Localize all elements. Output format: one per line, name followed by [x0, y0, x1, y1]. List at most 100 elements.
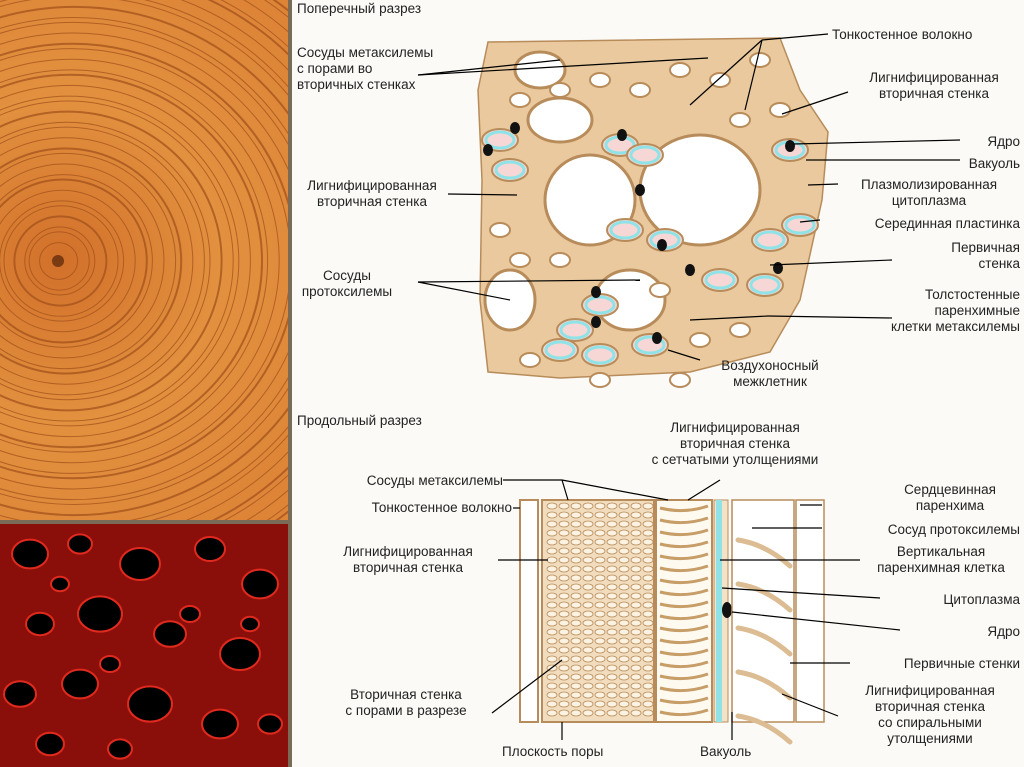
cross-section-drawing [417, 33, 961, 388]
reticulate-thickening [659, 576, 709, 585]
micrograph-vessel [219, 637, 261, 671]
pit [594, 601, 606, 609]
pit [582, 520, 594, 528]
pit [558, 583, 570, 591]
pit [618, 673, 630, 681]
pit [618, 601, 630, 609]
pit [594, 565, 606, 573]
pit [630, 538, 642, 546]
label-lignified-wall-right: Лигнифицированная вторичная стенка [846, 70, 1022, 102]
pit [558, 619, 570, 627]
pit [618, 637, 630, 645]
leader-line [792, 139, 961, 145]
pit [606, 709, 618, 717]
pit [570, 601, 582, 609]
spiral-thickening [735, 669, 793, 701]
label-air-space: Воздухоносный межклетник [700, 358, 840, 390]
label-protoxylem-vessel: Сосуд протоксилемы [887, 522, 1020, 537]
pit [594, 511, 606, 519]
fiber-cell [549, 252, 571, 268]
growth-ring [0, 147, 183, 375]
pit [618, 556, 630, 564]
pit [594, 709, 606, 717]
leader-line [689, 315, 769, 321]
pit [582, 610, 594, 618]
pit [582, 637, 594, 645]
pit [582, 547, 594, 555]
spiral-thickening [735, 581, 793, 613]
pit [606, 538, 618, 546]
label-protoxylem-vessels: Сосуды протоксилемы [297, 268, 397, 300]
pit [618, 646, 630, 654]
pit [594, 646, 606, 654]
pit [630, 664, 642, 672]
pit [630, 646, 642, 654]
fiber-cell [509, 252, 531, 268]
leader-line [799, 219, 821, 223]
pit [618, 538, 630, 546]
pit [606, 601, 618, 609]
nucleus [657, 239, 667, 251]
pit [570, 502, 582, 510]
label-line: паренхимная клетка [877, 560, 1005, 575]
micrograph-vessel [107, 738, 133, 760]
growth-ring [0, 137, 194, 385]
pit [594, 673, 606, 681]
pit [630, 619, 642, 627]
pit [606, 574, 618, 582]
pit [630, 691, 642, 699]
pit [594, 664, 606, 672]
growth-ring [0, 58, 280, 464]
pit [594, 529, 606, 537]
pit [642, 592, 654, 600]
pit [582, 592, 594, 600]
pit [606, 583, 618, 591]
label-long-vacuole: Вакуоль [700, 744, 752, 759]
pit [618, 700, 630, 708]
pit [558, 682, 570, 690]
label-primary-walls: Первичные стенки [903, 656, 1020, 671]
pit [630, 637, 642, 645]
pit [594, 556, 606, 564]
leader-line [667, 349, 701, 361]
nucleus [591, 316, 601, 328]
pit [606, 664, 618, 672]
pit [642, 529, 654, 537]
pit [582, 673, 594, 681]
label-line: Толстостенные [925, 287, 1020, 302]
cytoplasm-ring [784, 215, 816, 235]
pit [582, 682, 594, 690]
label-line: стенка [978, 256, 1020, 271]
label-line: вторичная стенка [680, 436, 790, 451]
growth-ring [0, 174, 153, 348]
pit [582, 574, 594, 582]
reticulate-thickening [659, 588, 709, 597]
fiber-cell [489, 222, 511, 238]
growth-ring [0, 200, 125, 322]
pit [642, 637, 654, 645]
fiber-cell [669, 62, 691, 78]
pit [582, 556, 594, 564]
pit [558, 565, 570, 573]
pit [570, 655, 582, 663]
label-line: Вторичная стенка [350, 687, 462, 702]
pit [606, 637, 618, 645]
label-line: клетки метаксилемы [891, 319, 1020, 334]
pit [594, 619, 606, 627]
xylem-micrograph [0, 524, 288, 767]
pit [570, 529, 582, 537]
label-spiral-wall: Лигнифицированная вторичная стенка со сп… [838, 683, 1022, 747]
pit [546, 592, 558, 600]
label-pitted-wall: Вторичная стенка с порами в разрезе [316, 687, 496, 719]
pit [594, 628, 606, 636]
pit [642, 664, 654, 672]
pit [642, 628, 654, 636]
pit [594, 592, 606, 600]
longitudinal-section-title: Продольный разрез [297, 413, 422, 428]
growth-ring [3, 205, 119, 317]
pit [582, 709, 594, 717]
pit [630, 682, 642, 690]
label-long-thin-fiber: Тонкостенное волокно [371, 500, 512, 515]
growth-ring [0, 110, 223, 412]
